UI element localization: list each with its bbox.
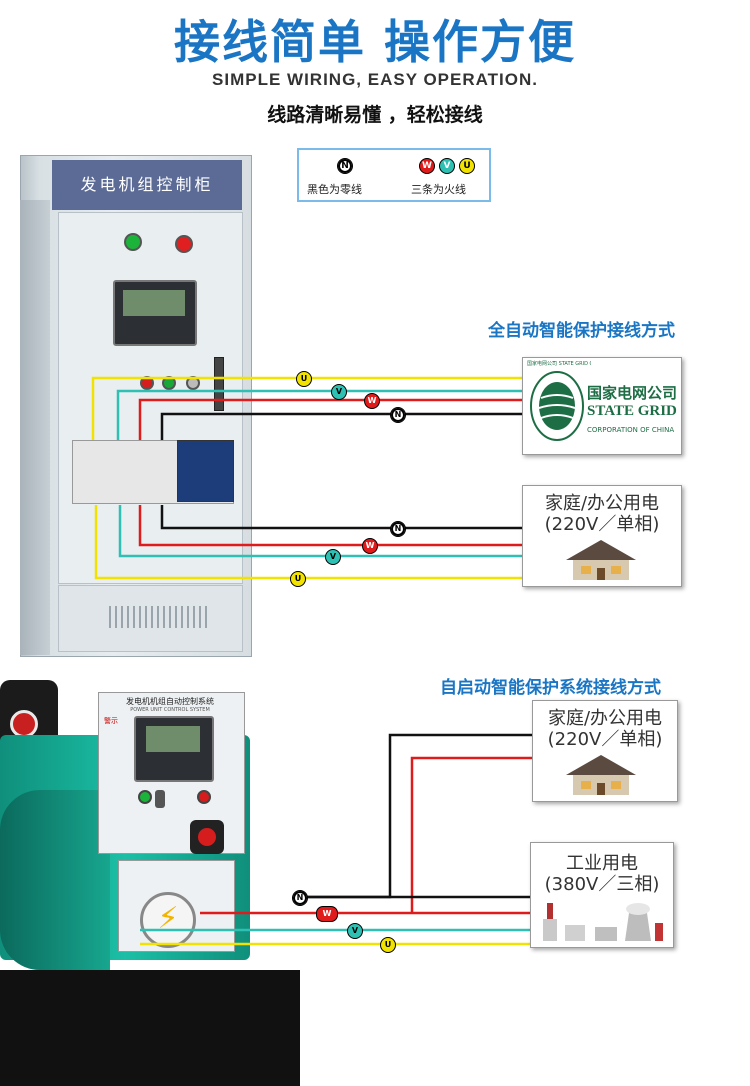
lightning-icon: ⚡ <box>140 892 196 948</box>
wire-tag-u: U <box>296 371 312 387</box>
page-title: 接线简单 操作方便 <box>173 15 576 69</box>
wire-legend: N 黑色为零线 W V U 三条为火线 <box>297 148 491 202</box>
cabinet-vent-panel <box>58 585 243 652</box>
factory-icon <box>543 903 663 941</box>
panel-green-button-icon <box>138 790 152 804</box>
state-grid-ring-text: 国家电网公司 STATE GRID CORPORATION OF CHINA <box>527 361 591 367</box>
panel-red-button-icon <box>197 790 211 804</box>
wire-tag-n: N <box>390 521 406 537</box>
red-indicator-light-icon <box>175 235 193 253</box>
generator-set: 发电机机组自动控制系统 POWER UNIT CONTROL SYSTEM 警示… <box>0 680 300 1086</box>
cabinet-door <box>58 212 243 584</box>
household-load-box: 家庭/办公用电 (220V／单相) <box>522 485 682 587</box>
household-load-box-2: 家庭/办公用电 (220V／单相) <box>532 700 678 802</box>
industrial-load-box: 工业用电 (380V／三相) <box>530 842 674 948</box>
wire-tag-u: U <box>290 571 306 587</box>
wire-tag-v: V <box>331 384 347 400</box>
household-label: 家庭/办公用电 <box>547 708 663 729</box>
page-subtitle: 线路清晰易懂 ，轻松接线 <box>267 104 483 126</box>
alternator-housing <box>0 790 110 970</box>
wire-tag-w: W <box>316 906 338 922</box>
neutral-label: 黑色为零线 <box>307 183 362 196</box>
neutral-symbol-icon: N <box>337 158 353 174</box>
section2-title: 自启动智能保护系统接线方式 <box>440 678 661 698</box>
wire-tag-w: W <box>362 538 378 554</box>
household-label: 家庭/办公用电 <box>544 493 660 514</box>
generator-frame <box>0 970 300 1086</box>
emergency-stop-icon <box>190 820 224 854</box>
panel-switch-icon <box>155 790 165 808</box>
page-title-english: SIMPLE WIRING, EASY OPERATION. <box>212 70 538 89</box>
household-voltage-label: (220V／单相) <box>547 729 663 750</box>
section1-wiring <box>91 376 522 580</box>
green-indicator-light-icon <box>124 233 142 251</box>
cabinet-side <box>20 200 50 655</box>
state-grid-name-cn: 国家电网公司 <box>587 384 678 402</box>
industrial-voltage-label: (380V／三相) <box>544 874 660 895</box>
control-panel-title: 发电机机组自动控制系统 <box>126 697 214 706</box>
wire-tag-n: N <box>292 890 308 906</box>
phase-v-symbol-icon: V <box>439 158 455 174</box>
phase-u-symbol-icon: U <box>459 158 475 174</box>
industrial-label: 工业用电 <box>566 853 638 874</box>
wire-tag-v: V <box>325 549 341 565</box>
state-grid-logo-box: 国家电网公司 STATE GRID CORPORATION OF CHINA 国… <box>522 357 682 455</box>
generator-controller <box>113 280 197 346</box>
cabinet-handle <box>214 357 224 411</box>
state-grid-name-en: STATE GRID <box>587 403 677 419</box>
wire-tag-u: U <box>380 937 396 953</box>
transfer-switch-controller <box>177 440 234 502</box>
wire-tag-v: V <box>347 923 363 939</box>
phase-w-symbol-icon: W <box>419 158 435 174</box>
phase-label: 三条为火线 <box>411 183 466 196</box>
section1-title: 全自动智能保护接线方式 <box>488 321 675 341</box>
state-grid-sub: CORPORATION OF CHINA <box>587 426 675 434</box>
wire-tag-w: W <box>364 393 380 409</box>
warning-label: 警示 <box>104 717 118 725</box>
household-voltage-label: (220V／单相) <box>544 514 660 535</box>
state-grid-globe-icon <box>529 368 585 444</box>
control-panel-subtitle: POWER UNIT CONTROL SYSTEM <box>130 707 210 713</box>
wire-tag-n: N <box>390 407 406 423</box>
house-icon <box>566 540 636 580</box>
house-icon <box>566 755 636 795</box>
cabinet-header: 发电机组控制柜 <box>52 160 242 210</box>
panel-controller <box>134 716 214 782</box>
